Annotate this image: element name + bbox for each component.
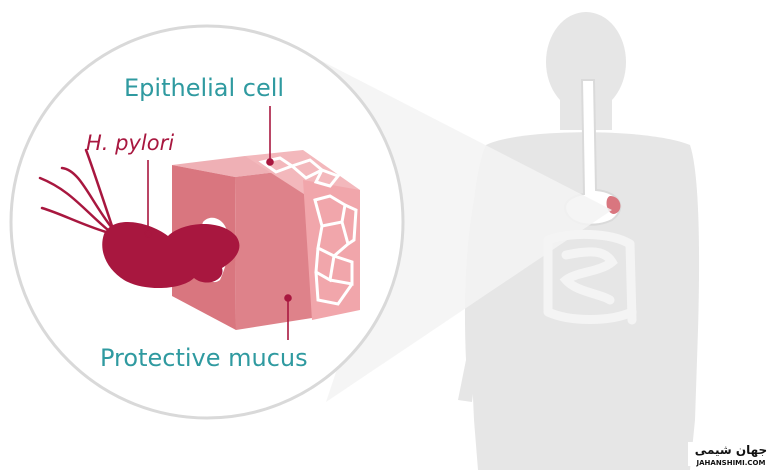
bacterium-body <box>102 221 240 289</box>
intestines <box>543 229 637 325</box>
h-pylori-bacterium <box>38 148 240 289</box>
cube-mucus-side <box>235 168 312 330</box>
epithelial-cell-face <box>303 180 360 320</box>
leader-lines <box>144 106 292 340</box>
label-h-pylori: H. pylori <box>86 131 174 155</box>
cell-pattern <box>258 156 358 306</box>
watermark-logo: جهان شیمی JAHANSHIMI.COM <box>688 442 774 467</box>
svg-text:جهان شیمی: جهان شیمی <box>695 443 767 457</box>
label-epithelial-cell: Epithelial cell <box>124 74 284 102</box>
label-protective-mucus: Protective mucus <box>100 344 308 372</box>
mucus-cube <box>172 150 360 330</box>
flagella <box>38 148 114 234</box>
svg-text:JAHANSHIMI.COM: JAHANSHIMI.COM <box>696 459 766 467</box>
